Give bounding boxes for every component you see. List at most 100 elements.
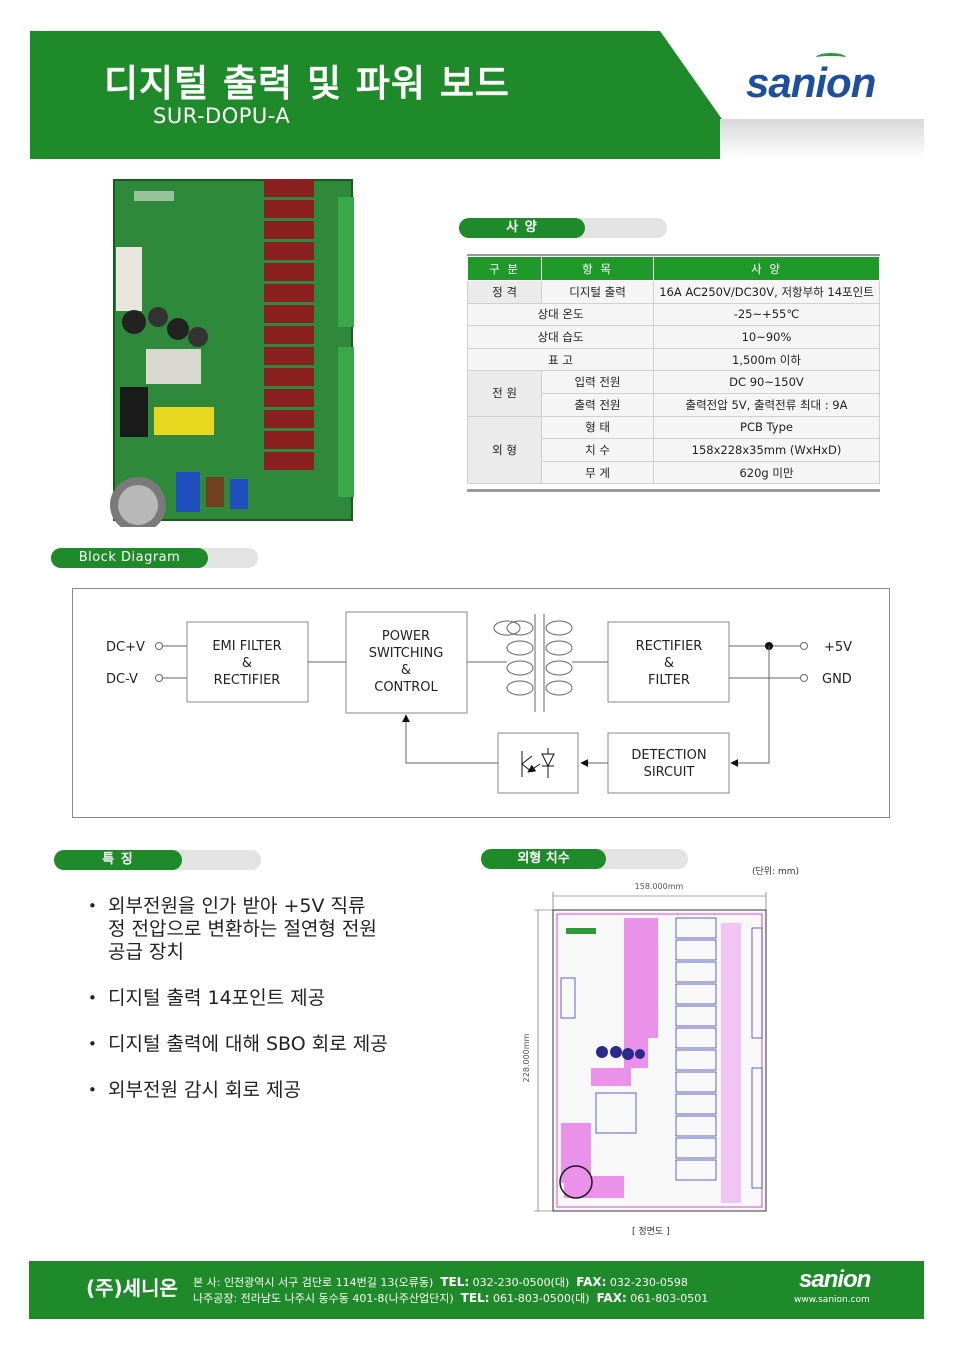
- bullet-icon: •: [88, 897, 97, 915]
- table-row: 상대 습도 10~90%: [467, 325, 880, 349]
- output-terminal: [800, 674, 808, 682]
- emi-label-1: EMI FILTER: [212, 639, 281, 654]
- detect-label-2: SIRCUIT: [644, 765, 695, 780]
- input-dcplus-label: DC+V: [106, 640, 145, 655]
- header-banner: 디지털 출력 및 파워 보드 SUR-DOPU-A sanion: [30, 31, 924, 159]
- spec-item: 상대 온도: [467, 302, 654, 327]
- list-item: • 외부전원을 인가 받아 +5V 직류 정 전압으로 변환하는 절연형 전원 …: [88, 895, 438, 964]
- header-gray-fade: [720, 119, 924, 159]
- spec-value: 16A AC250V/DC30V, 저항부하 14포인트: [653, 280, 880, 304]
- bullet-icon: •: [88, 989, 97, 1007]
- spec-value: 출력전압 5V, 출력전류 최대 : 9A: [653, 392, 880, 417]
- list-item: • 디지털 출력에 대해 SBO 회로 제공: [88, 1033, 438, 1056]
- features-list: • 외부전원을 인가 받아 +5V 직류 정 전압으로 변환하는 절연형 전원 …: [88, 895, 438, 1125]
- power-label-1: POWER: [382, 629, 430, 644]
- input-dcminus-label: DC-V: [106, 672, 138, 687]
- sanion-logo: sanion: [746, 53, 876, 107]
- company-name: (주)세니온: [86, 1276, 178, 1300]
- spec-header-category: 구 분: [467, 256, 542, 281]
- spec-value: 620g 미만: [653, 460, 880, 485]
- footer-sanion-logo: sanion: [799, 1266, 871, 1293]
- spec-table-bottom-rule: [467, 489, 880, 492]
- features-section-header: 특 징: [54, 850, 261, 870]
- height-dimension: 228.000mm: [522, 1033, 531, 1082]
- factory-fax: 061-803-0501: [626, 1292, 709, 1305]
- spec-header-item: 항 목: [541, 256, 654, 281]
- list-item: • 디지털 출력 14포인트 제공: [88, 987, 438, 1010]
- spec-value: 158x228x35mm (WxHxD): [653, 438, 880, 462]
- feature-text: 디지털 출력 14포인트 제공: [108, 987, 326, 1009]
- spec-table-top-rule: [467, 254, 880, 257]
- feature-text: 외부전원 감시 회로 제공: [108, 1079, 301, 1101]
- input-terminal: [155, 642, 163, 650]
- detect-label-1: DETECTION: [631, 748, 706, 763]
- dimensions-section-header: 외형 치수: [481, 849, 688, 869]
- table-row: 전 원 입력 전원 DC 90~150V: [467, 370, 880, 417]
- fax-label: FAX:: [576, 1275, 607, 1289]
- block-diagram-section-header: Block Diagram: [51, 548, 258, 568]
- output-5v-label: +5V: [824, 640, 852, 655]
- website-link[interactable]: www.sanion.com: [794, 1295, 870, 1305]
- power-label-2: SWITCHING: [369, 646, 444, 661]
- table-row: 무 게 620g 미만: [468, 460, 880, 485]
- spec-item: 상대 습도: [467, 325, 654, 349]
- bullet-icon: •: [88, 1081, 97, 1099]
- spec-item: 형 태: [541, 415, 654, 440]
- spec-section-header: 사 양: [459, 218, 667, 238]
- power-label-3: &: [401, 663, 411, 678]
- optocoupler-block: [497, 732, 579, 794]
- emi-filter-block: [186, 621, 309, 703]
- front-view-label: [ 정면도 ]: [632, 1227, 670, 1237]
- unit-label: (단위: mm): [752, 867, 800, 877]
- optocoupler-icon: [521, 748, 555, 778]
- block-diagram: DC+V DC-V EMI FILTER & RECTIFIER POWER S…: [106, 611, 852, 794]
- factory-address: 나주공장: 전라남도 나주시 동수동 401-8(나주산업단지): [193, 1292, 454, 1305]
- dimension-drawing: 158.000mm 228.000mm: [522, 882, 767, 1212]
- fax-label: FAX:: [596, 1291, 627, 1305]
- table-row: 상대 온도 -25~+55℃: [467, 302, 880, 327]
- spec-value: 1,500m 이하: [653, 347, 880, 372]
- spec-group: 정 격: [467, 280, 542, 304]
- spec-value: PCB Type: [653, 415, 880, 440]
- emi-label-2: &: [242, 656, 252, 671]
- header-green-band: [30, 31, 750, 159]
- emi-label-3: RECTIFIER: [214, 673, 281, 688]
- hq-address: 본 사: 인천광역시 서구 검단로 114번길 13(오류동): [193, 1276, 434, 1289]
- factory-address-line: 나주공장: 전라남도 나주시 동수동 401-8(나주산업단지) TEL: 06…: [193, 1290, 708, 1306]
- spec-item: 입력 전원: [541, 370, 654, 394]
- rect-label-3: FILTER: [648, 673, 690, 688]
- spec-item: 디지털 출력: [541, 280, 654, 304]
- table-row: 정 격 디지털 출력 16A AC250V/DC30V, 저항부하 14포인트: [467, 280, 880, 304]
- feature-text: 외부전원을 인가 받아 +5V 직류 정 전압으로 변환하는 절연형 전원 공급…: [108, 895, 377, 963]
- tel-label: TEL:: [440, 1275, 470, 1289]
- spec-item: 치 수: [541, 438, 654, 462]
- detection-circuit-block: [607, 732, 730, 794]
- rectifier-filter-block: [607, 621, 730, 703]
- hq-address-line: 본 사: 인천광역시 서구 검단로 114번길 13(오류동) TEL: 032…: [193, 1274, 688, 1290]
- transformer-symbol: [493, 614, 573, 712]
- table-row: 외 형 형 태 PCB Type: [467, 415, 880, 485]
- bullet-icon: •: [88, 1035, 97, 1053]
- spec-header-row: 구 분 항 목 사 양: [467, 256, 880, 281]
- table-row: 출력 전원 출력전압 5V, 출력전류 최대 : 9A: [468, 392, 880, 417]
- input-terminal: [155, 674, 163, 682]
- hq-tel: 032-230-0500(대): [469, 1276, 570, 1289]
- model-number: SUR-DOPU-A: [153, 104, 291, 128]
- spec-item: 표 고: [467, 347, 654, 372]
- spec-value: DC 90~150V: [653, 370, 880, 394]
- hq-fax: 032-230-0598: [606, 1276, 688, 1289]
- tel-label: TEL:: [460, 1291, 490, 1305]
- spec-group: 전 원: [467, 370, 542, 417]
- output-gnd-label: GND: [822, 672, 852, 687]
- power-switching-block: [345, 611, 468, 714]
- spec-value: 10~90%: [653, 325, 880, 349]
- factory-tel: 061-803-0500(대): [489, 1292, 590, 1305]
- table-row: 표 고 1,500m 이하: [467, 347, 880, 372]
- spec-header-value: 사 양: [653, 256, 880, 281]
- power-label-4: CONTROL: [374, 680, 438, 695]
- footer: (주)세니온 본 사: 인천광역시 서구 검단로 114번길 13(오류동) T…: [29, 1261, 924, 1319]
- table-row: 치 수 158x228x35mm (WxHxD): [468, 438, 880, 462]
- spec-table: 구 분 항 목 사 양 정 격 디지털 출력 16A AC250V/DC30V,…: [467, 256, 880, 485]
- rect-label-1: RECTIFIER: [636, 639, 703, 654]
- spec-item: 무 게: [541, 460, 654, 485]
